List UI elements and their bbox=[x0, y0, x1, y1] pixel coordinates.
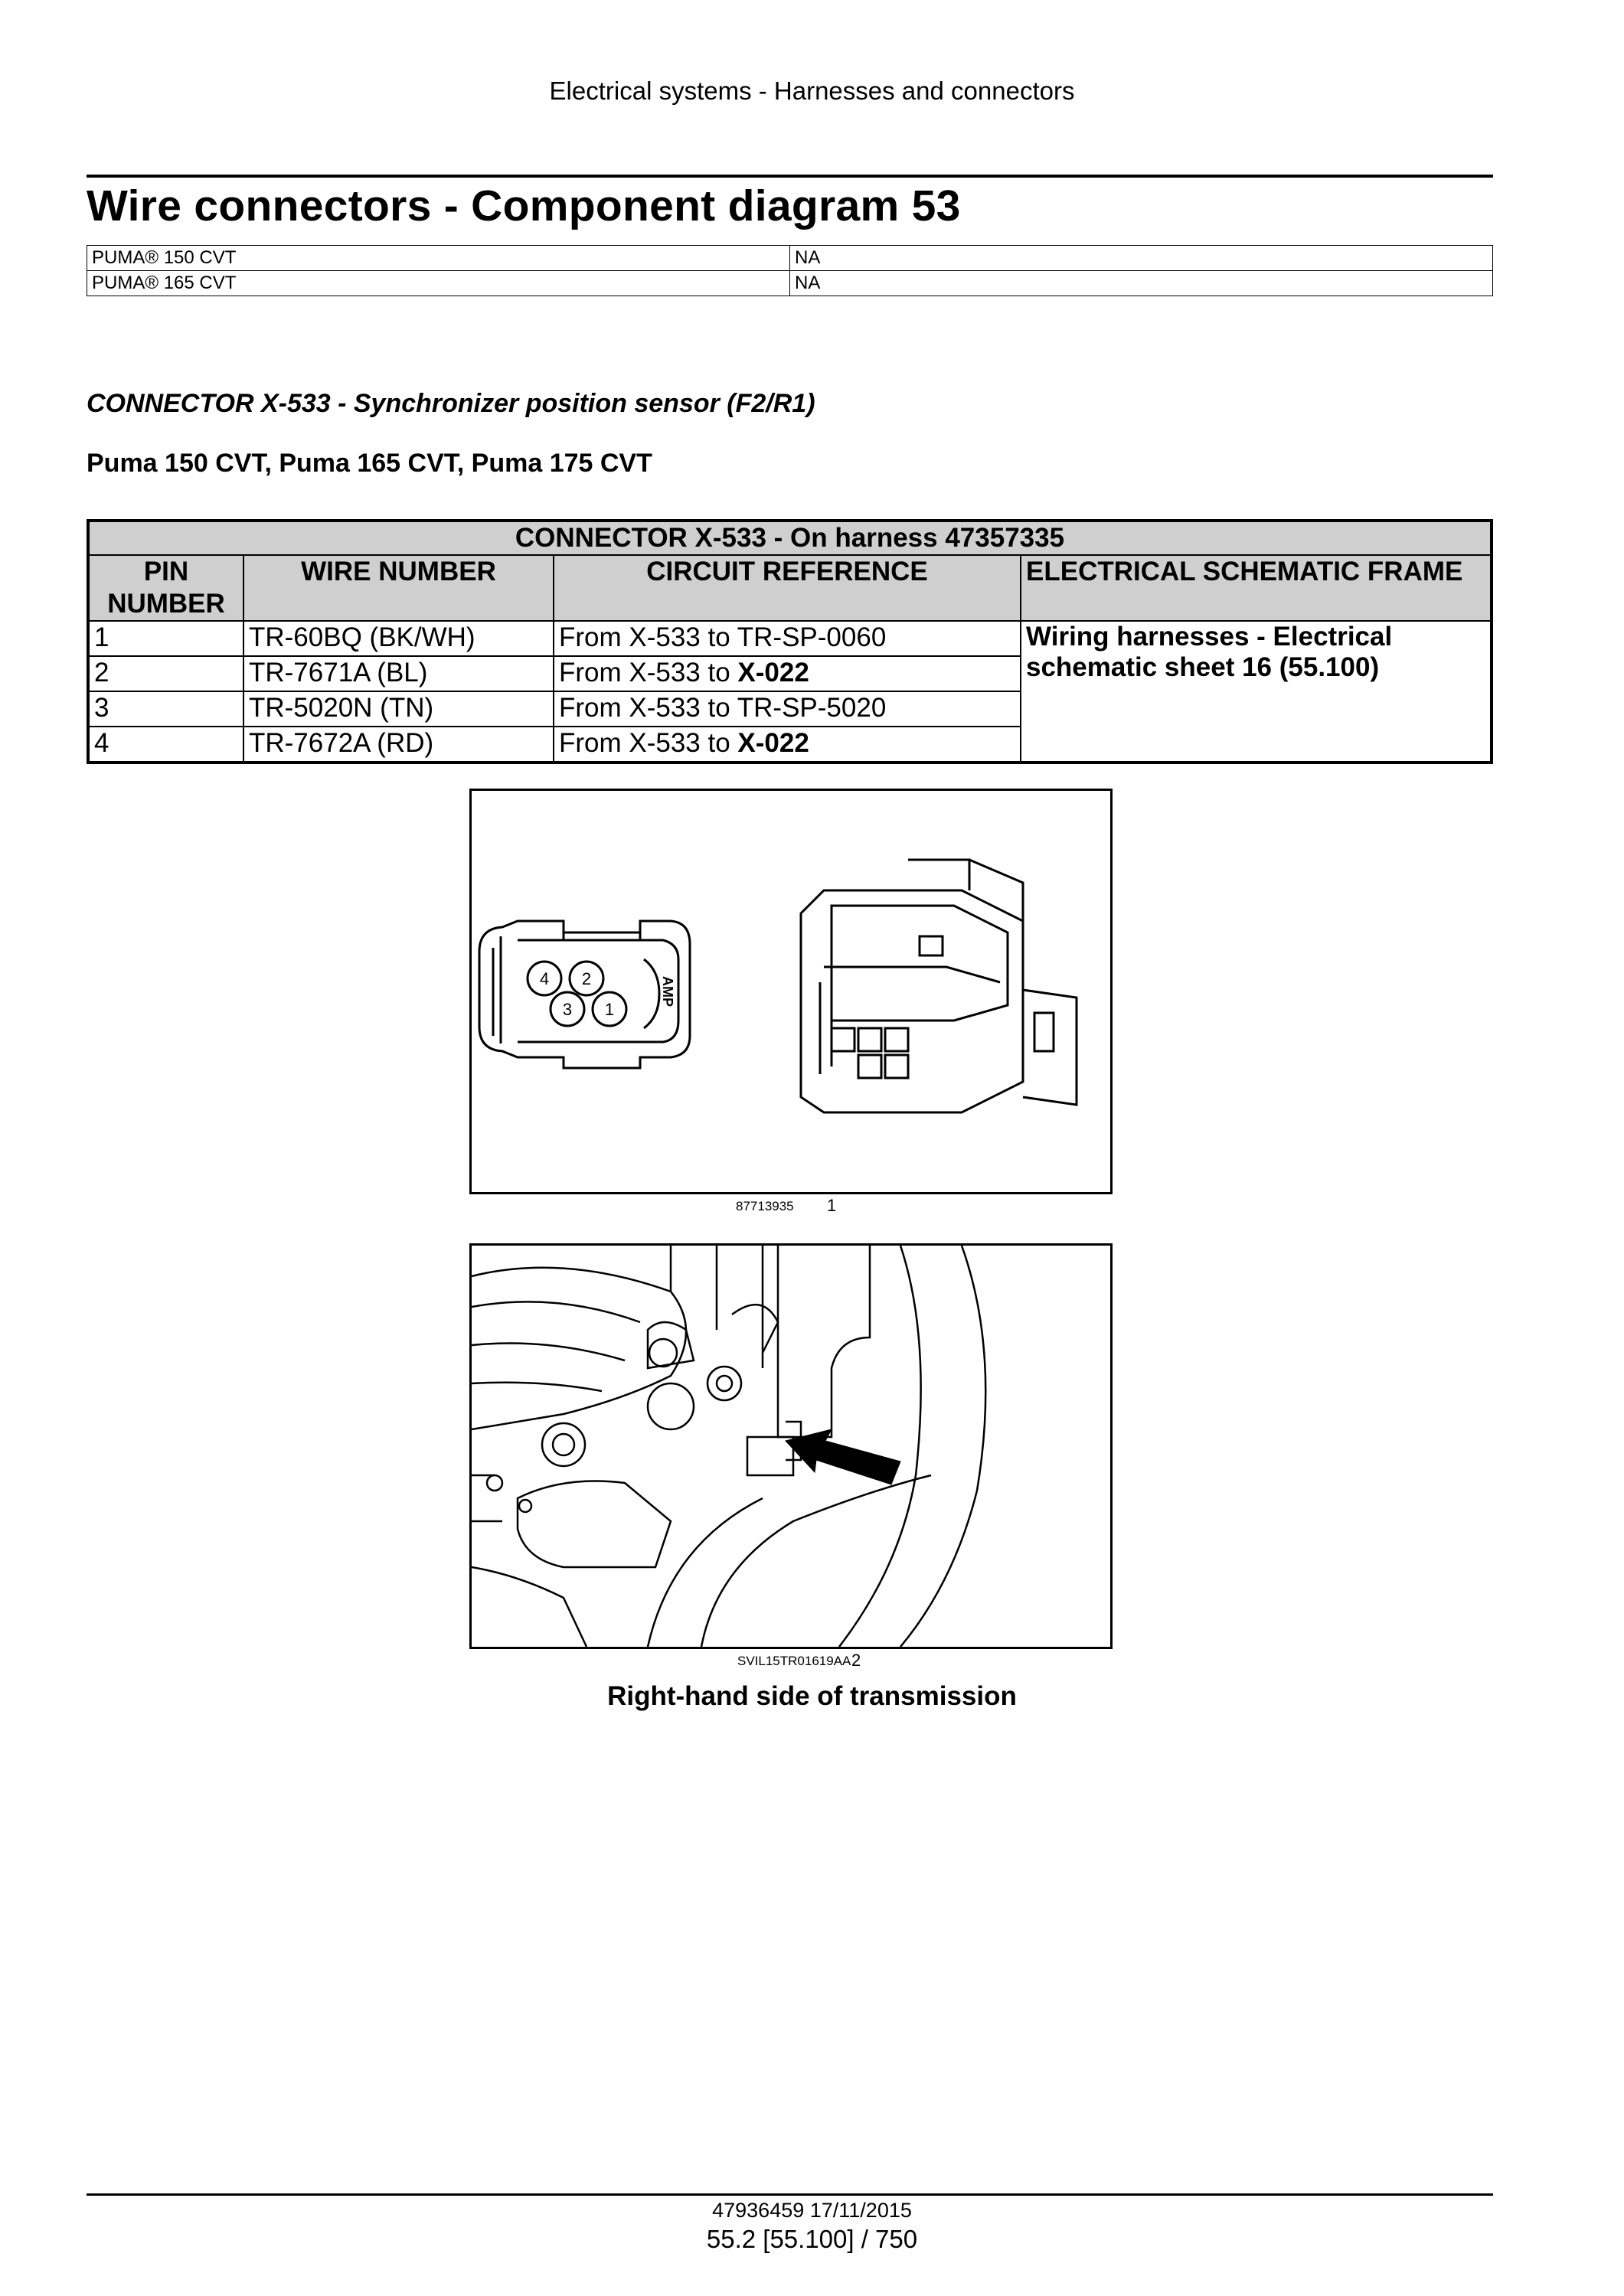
connector-pin-table: CONNECTOR X-533 - On harness 47357335 PI… bbox=[87, 519, 1493, 764]
table-caption: CONNECTOR X-533 - On harness 47357335 bbox=[87, 520, 1492, 556]
column-header-frame: ELECTRICAL SCHEMATIC FRAME bbox=[1020, 554, 1492, 622]
circuit-target: TR-SP-5020 bbox=[737, 693, 887, 723]
location-arrow-icon bbox=[785, 1429, 901, 1485]
table-row: 1 TR-60BQ (BK/WH) From X-533 to TR-SP-00… bbox=[87, 620, 1492, 763]
table-header-row: PIN NUMBER WIRE NUMBER CIRCUIT REFERENCE… bbox=[87, 554, 1492, 622]
circuit-cell: From X-533 to X-022 bbox=[553, 726, 1021, 763]
transmission-figure bbox=[469, 1243, 1113, 1649]
table-row: PUMA® 150 CVT NA bbox=[87, 245, 1493, 271]
circuit-target: X-022 bbox=[737, 658, 809, 687]
pin-cell: 3 bbox=[87, 691, 244, 727]
circuit-target: X-022 bbox=[737, 728, 809, 758]
table-caption-row: CONNECTOR X-533 - On harness 47357335 bbox=[87, 520, 1492, 556]
pin-cell: 2 bbox=[87, 655, 244, 692]
figure-reference: 87713935 bbox=[736, 1199, 794, 1213]
circuit-target: TR-SP-0060 bbox=[737, 622, 887, 652]
transmission-illustration bbox=[471, 1245, 987, 1648]
circuit-cell: From X-533 to TR-SP-5020 bbox=[553, 691, 1021, 727]
pin-label: 3 bbox=[563, 1000, 572, 1019]
footer-page-number: 55.2 [55.100] / 750 bbox=[706, 2225, 918, 2253]
wire-cell: TR-7671A (BL) bbox=[243, 655, 554, 692]
wire-cell: TR-5020N (TN) bbox=[243, 691, 554, 727]
wire-cell: TR-7672A (RD) bbox=[243, 726, 554, 763]
connector-perspective-view bbox=[799, 858, 1078, 1114]
running-header: Electrical systems - Harnesses and conne… bbox=[549, 77, 1075, 105]
model-cell: PUMA® 150 CVT bbox=[87, 245, 790, 271]
circuit-prefix: From X-533 to bbox=[559, 728, 738, 758]
circuit-prefix: From X-533 to bbox=[559, 693, 737, 723]
header-rule bbox=[87, 175, 1493, 178]
amp-brand-mark: AMP bbox=[660, 976, 675, 1007]
figure-reference: SVIL15TR01619AA bbox=[737, 1654, 851, 1668]
table-row: 3 TR-5020N (TN) From X-533 to TR-SP-5020 bbox=[87, 691, 1492, 727]
column-header-circuit: CIRCUIT REFERENCE bbox=[553, 554, 1021, 622]
figure-number: 2 bbox=[851, 1651, 861, 1670]
pin-label: 1 bbox=[605, 1000, 614, 1019]
figure-caption: Right-hand side of transmission bbox=[607, 1681, 1017, 1711]
table-row: 2 TR-7671A (BL) From X-533 to X-022 bbox=[87, 655, 1492, 692]
page-title: Wire connectors - Component diagram 53 bbox=[87, 181, 961, 230]
model-cell: PUMA® 165 CVT bbox=[87, 270, 790, 296]
column-header-pin: PIN NUMBER bbox=[87, 554, 244, 622]
model-applicability-table: PUMA® 150 CVT NA PUMA® 165 CVT NA bbox=[87, 245, 1493, 296]
connector-figure: 4 2 3 1 AMP bbox=[469, 789, 1113, 1194]
wire-cell: TR-60BQ (BK/WH) bbox=[243, 620, 554, 657]
pin-label: 4 bbox=[540, 969, 549, 988]
table-row: 4 TR-7672A (RD) From X-533 to X-022 bbox=[87, 726, 1492, 763]
circuit-cell: From X-533 to X-022 bbox=[553, 655, 1021, 692]
circuit-prefix: From X-533 to bbox=[559, 622, 737, 652]
pin-cell: 4 bbox=[87, 726, 244, 763]
circuit-cell: From X-533 to TR-SP-0060 bbox=[553, 620, 1021, 657]
pin-label: 2 bbox=[582, 969, 591, 988]
pin-cell: 1 bbox=[87, 620, 244, 657]
column-header-wire: WIRE NUMBER bbox=[243, 554, 554, 622]
models-subheading: Puma 150 CVT, Puma 165 CVT, Puma 175 CVT bbox=[87, 449, 652, 478]
connector-heading: CONNECTOR X-533 - Synchronizer position … bbox=[87, 389, 815, 418]
model-value-cell: NA bbox=[789, 245, 1493, 271]
connector-face-view bbox=[478, 919, 691, 1070]
figure-number: 1 bbox=[827, 1196, 837, 1215]
model-value-cell: NA bbox=[789, 270, 1493, 296]
connector-illustration: 4 2 3 1 AMP bbox=[478, 858, 1078, 1114]
schematic-frame-cell: Wiring harnesses - Electrical schematic … bbox=[1020, 620, 1492, 763]
footer-doc-reference: 47936459 17/11/2015 bbox=[712, 2199, 912, 2222]
table-row: PUMA® 165 CVT NA bbox=[87, 270, 1493, 296]
circuit-prefix: From X-533 to bbox=[559, 658, 738, 687]
footer-rule bbox=[87, 2193, 1493, 2196]
